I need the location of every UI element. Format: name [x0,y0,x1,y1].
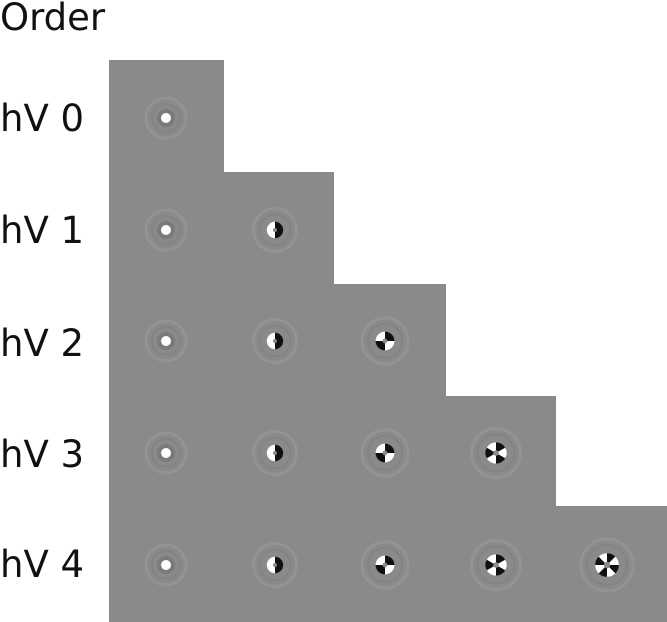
filter-order3-col1 [252,430,298,476]
filter-order3-col2 [360,428,410,478]
row-label-hv3: hV 3 [0,433,85,476]
filter-order4-col3 [470,539,522,591]
row-label-hv2: hV 2 [0,322,85,365]
filter-order0-col0 [144,96,188,140]
filter-order1-col1 [252,207,298,253]
filter-order2-col0 [144,319,188,363]
row-label-hv0: hV 0 [0,97,85,140]
filter-grid [144,96,635,593]
order-header: Order [0,0,106,39]
filter-order3-col3 [470,427,522,479]
filter-order2-col2 [360,316,410,366]
row-label-hv4: hV 4 [0,543,85,586]
filter-order3-col0 [144,431,188,475]
filter-order1-col0 [144,208,188,252]
filter-order4-col0 [144,543,188,587]
filter-order2-col1 [252,318,298,364]
filter-order4-col2 [360,540,410,590]
row-label-hv1: hV 1 [0,209,85,252]
filter-order4-col1 [252,542,298,588]
filter-order4-col4 [579,537,635,593]
